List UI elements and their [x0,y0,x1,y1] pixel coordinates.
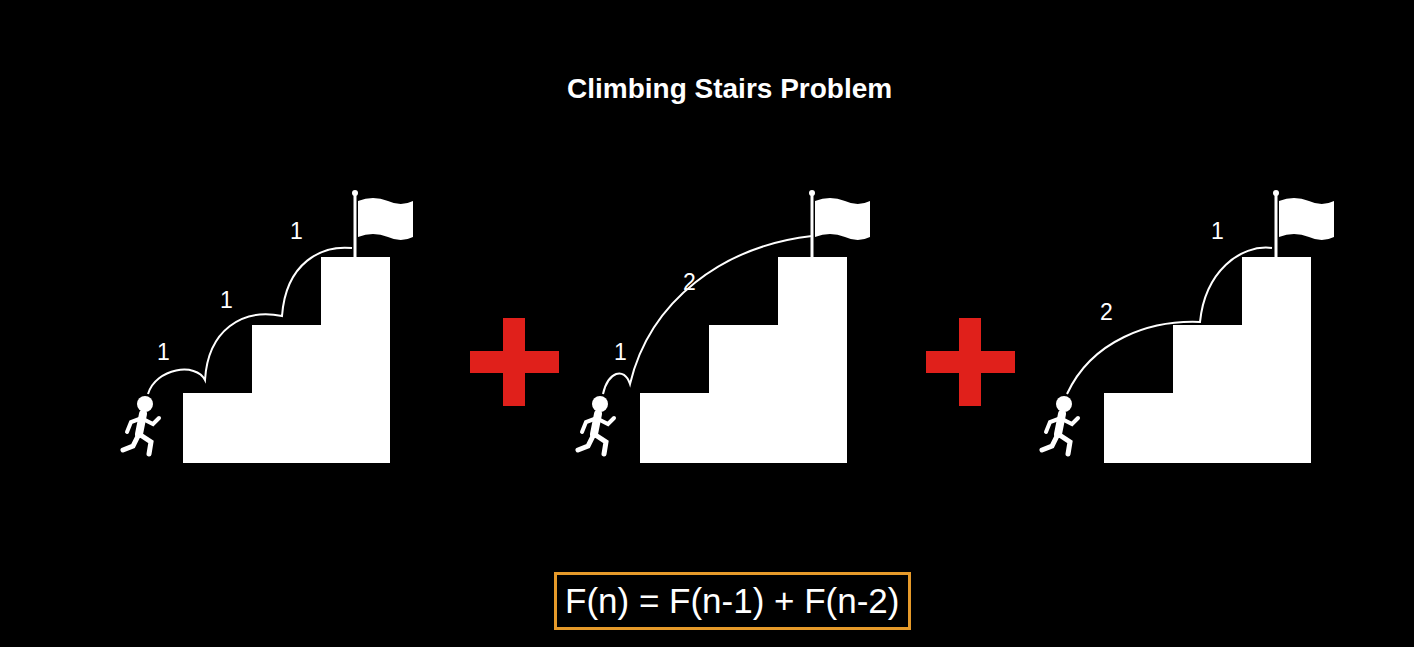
jump-arc [603,236,812,394]
jump-arc [148,248,352,394]
title: Climbing Stairs Problem [567,73,892,105]
step-size-label: 1 [290,218,303,245]
step-size-label: 2 [1100,299,1113,326]
staircase [183,190,413,463]
runner-icon [578,396,614,454]
staircase [640,190,870,463]
runner-icon [1042,396,1078,454]
step-size-label: 1 [157,339,170,366]
jump-arc [1067,248,1272,394]
step-size-label: 2 [683,269,696,296]
runner-icon [123,396,159,454]
plus-sign [926,318,1015,406]
plus-sign [470,318,559,406]
formula-box: F(n) = F(n-1) + F(n-2) [554,572,911,630]
step-size-label: 1 [220,287,233,314]
step-size-label: 1 [614,339,627,366]
formula-text: F(n) = F(n-1) + F(n-2) [565,581,900,621]
step-size-label: 1 [1211,218,1224,245]
staircase [1104,190,1334,463]
